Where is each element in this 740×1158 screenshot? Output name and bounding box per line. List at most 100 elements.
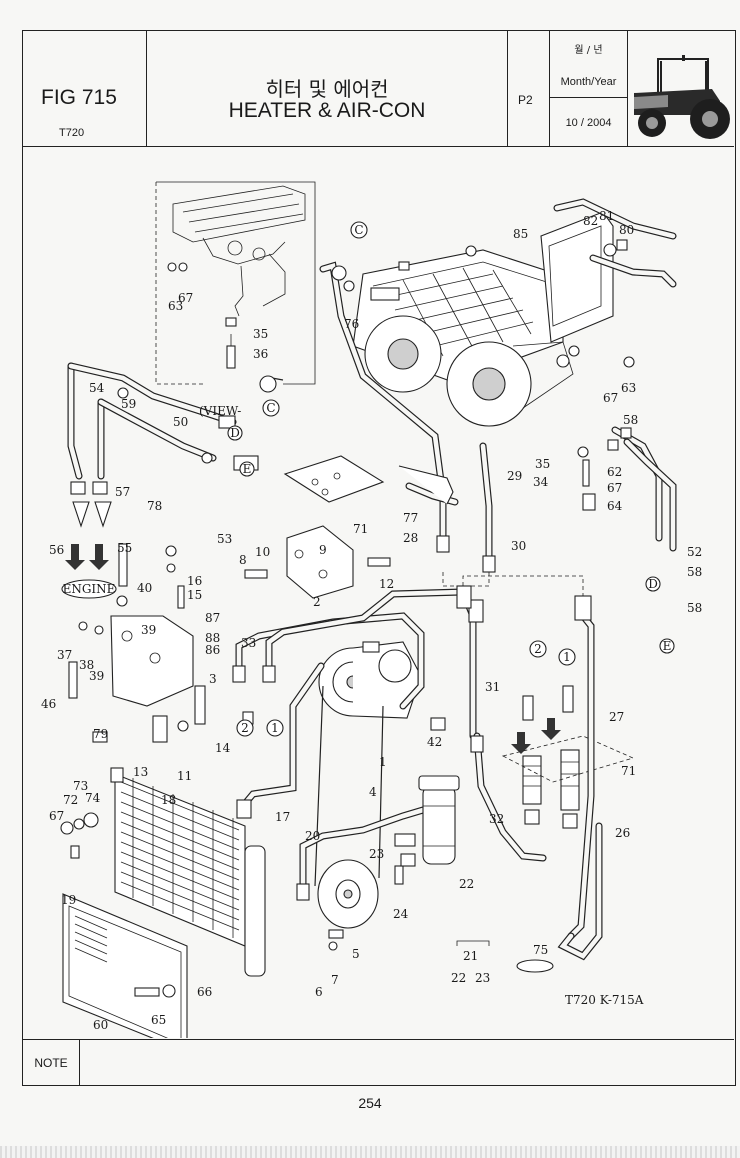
model-code: T720 — [59, 127, 85, 139]
page-number: 254 — [358, 1095, 382, 1111]
callout: 88 — [205, 631, 220, 645]
callout: 59 — [121, 397, 136, 411]
callout: 54 — [89, 381, 105, 395]
callout: 14 — [215, 741, 231, 755]
ref-c-circle: C — [266, 401, 275, 415]
callout: 37 — [57, 648, 72, 662]
plate-71 — [283, 455, 385, 503]
callout: 8 — [239, 553, 247, 567]
callout: 67 — [607, 481, 622, 495]
callout: 80 — [619, 223, 634, 237]
callout: 74 — [85, 791, 101, 805]
parts-sheet: FIG 715 T720 히터 및 에어컨 HEATER & AIR-CON P… — [22, 30, 736, 1086]
callout: 13 — [133, 765, 148, 779]
fig-cell: FIG 715 T720 — [23, 31, 147, 146]
callout: 27 — [609, 710, 624, 724]
callout: 57 — [115, 485, 130, 499]
callout: 26 — [615, 826, 630, 840]
callout: 38 — [79, 658, 94, 672]
title-english: HEATER & AIR-CON — [228, 99, 426, 122]
callout: 46 — [41, 697, 56, 711]
callout: 67 — [49, 809, 64, 823]
callout: 79 — [93, 727, 108, 741]
callout: 52 — [687, 545, 702, 559]
title-cell: 히터 및 에어컨 HEATER & AIR-CON — [147, 31, 508, 146]
callout: 35 — [535, 457, 550, 471]
figure-code: FIG 715 — [41, 86, 117, 109]
exploded-diagram: ENGINE — [23, 146, 734, 1053]
callout: 31 — [485, 680, 500, 694]
callout: 12 — [379, 577, 394, 591]
callout: 50 — [173, 415, 188, 429]
callout: 39 — [89, 669, 104, 683]
heater-hoses — [540, 198, 677, 552]
callout: 73 — [73, 779, 88, 793]
arrow-down-icon — [89, 544, 109, 570]
callout: 24 — [393, 907, 409, 921]
callout: 33 — [241, 636, 256, 650]
tractor-icon — [634, 55, 730, 139]
receiver-drier-22 — [422, 785, 456, 865]
callout: 67 — [178, 291, 193, 305]
engine-label: ENGINE — [63, 582, 116, 596]
arrow-down-icon — [65, 544, 85, 570]
clamp-75 — [516, 959, 554, 973]
callout: 55 — [117, 541, 132, 555]
callout: 58 — [687, 565, 702, 579]
callout: 28 — [403, 531, 418, 545]
refrigerant-lines — [232, 588, 547, 901]
callout-numbers: 63 67 35 36 54 59 50 57 78 53 56 55 40 1… — [41, 209, 702, 1032]
ref-e-circle: E — [243, 462, 252, 476]
callout: 20 — [305, 829, 320, 843]
tractor-cell — [628, 31, 734, 146]
callout: 62 — [607, 465, 622, 479]
callout: 71 — [353, 522, 368, 536]
date-divider — [550, 97, 627, 98]
callout: 22 — [451, 971, 466, 985]
fittings-26-32 — [501, 685, 635, 829]
callout: 9 — [319, 543, 327, 557]
ref-2-circle: 2 — [534, 642, 542, 656]
callout: 75 — [533, 943, 548, 957]
callout: 67 — [603, 391, 618, 405]
view-c-inset — [155, 181, 316, 393]
callout: 86 — [205, 643, 220, 657]
callout: 82 — [583, 214, 598, 228]
callout: 17 — [275, 810, 290, 824]
callout: 39 — [141, 623, 156, 637]
long-pipes — [456, 575, 603, 961]
callout: 66 — [197, 985, 212, 999]
date-label-korean: 월 / 년 — [574, 45, 603, 56]
callout: 36 — [253, 347, 268, 361]
callout: 58 — [687, 601, 702, 615]
bracket-2 — [286, 525, 354, 599]
circle-references: C C D E D E 2 1 2 1 — [227, 221, 675, 737]
bolt-40 — [118, 543, 128, 587]
callout: 11 — [177, 769, 192, 783]
callout: 29 — [507, 469, 522, 483]
callout: 65 — [151, 1013, 166, 1027]
callout: 77 — [403, 511, 418, 525]
condenser-18 — [110, 767, 266, 977]
drawing-code: T720 K-715A — [565, 993, 644, 1007]
note-label: NOTE — [23, 1040, 80, 1086]
date-cell: 월 / 년 Month/Year 10 / 2004 — [550, 31, 628, 146]
ref-e-circle: E — [663, 639, 672, 653]
callout: 87 — [205, 611, 220, 625]
capillary-77 — [398, 465, 454, 505]
callout: 56 — [49, 543, 64, 557]
ref-1-circle: 1 — [563, 650, 571, 664]
ref-2-circle: 2 — [241, 721, 249, 735]
diagram-svg: ENGINE — [41, 181, 702, 1053]
callout: 7 — [331, 973, 339, 987]
callout: 4 — [369, 785, 377, 799]
date-value: 10 / 2004 — [565, 117, 612, 129]
callout: 53 — [217, 532, 232, 546]
callout: 30 — [511, 539, 526, 553]
callout: 2 — [313, 595, 321, 609]
callout: 58 — [623, 413, 638, 427]
page-code-cell: P2 — [508, 31, 550, 146]
heater-hoses-left — [67, 362, 259, 528]
callout: 85 — [513, 227, 528, 241]
callout: 71 — [621, 764, 636, 778]
